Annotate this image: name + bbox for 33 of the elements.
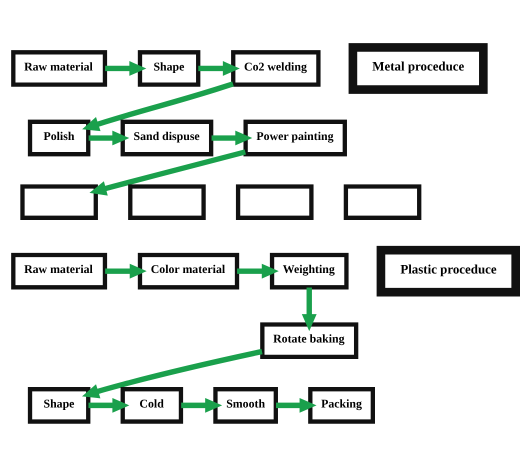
node-box: Power painting (242, 120, 346, 156)
node-box: Color material (137, 252, 239, 290)
node-box (235, 184, 314, 220)
node-box (20, 184, 98, 220)
node-box: Rotate baking (260, 322, 358, 360)
arrow (180, 398, 222, 413)
arrow (104, 264, 146, 279)
node-box: Polish (27, 120, 90, 156)
node-box: Packing (308, 387, 374, 424)
arrow (82, 348, 262, 398)
arrow (104, 61, 146, 76)
arrow (198, 61, 240, 76)
node-box (343, 184, 421, 220)
arrow (211, 130, 252, 146)
node-box: Raw material (10, 50, 107, 87)
node-box (128, 184, 206, 220)
arrow (88, 130, 129, 146)
node-box: Shape (137, 50, 200, 87)
node-box: Sand dispuse (120, 120, 213, 156)
arrow (236, 264, 278, 279)
arrow (88, 398, 129, 413)
arrow (88, 149, 246, 196)
node-box: Plastic proceduce (376, 246, 520, 296)
node-box: Weighting (269, 252, 348, 290)
node-box: Co2 welding (230, 50, 320, 87)
node-box: Raw material (10, 252, 107, 290)
arrow (276, 398, 316, 413)
arrow (82, 81, 234, 132)
node-box: Shape (27, 387, 90, 424)
node-box: Smooth (212, 387, 278, 424)
arrow (301, 288, 316, 332)
node-box: Cold (120, 387, 183, 424)
node-box: Metal proceduce (348, 43, 488, 94)
